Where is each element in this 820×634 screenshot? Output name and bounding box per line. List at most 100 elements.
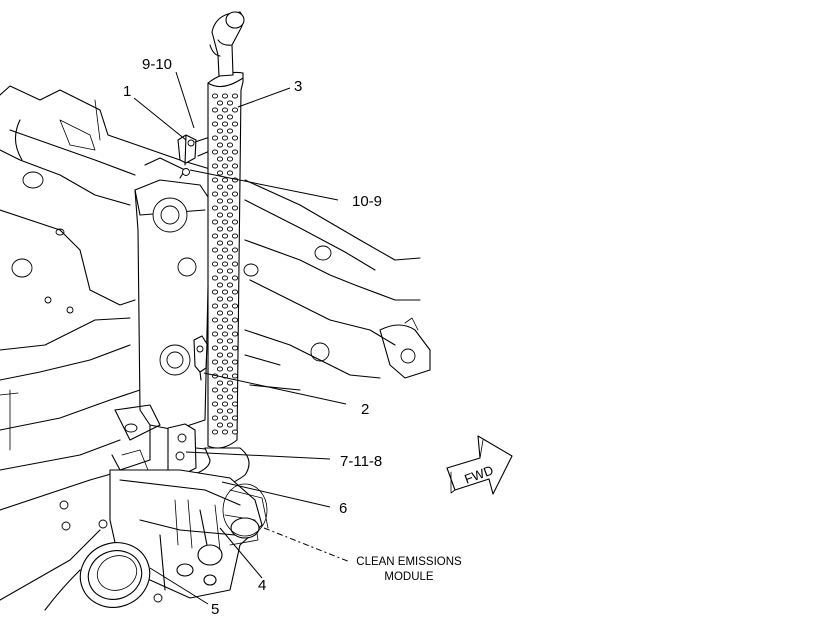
- callout-2: 2: [361, 401, 369, 418]
- callout-3: 3: [294, 78, 302, 95]
- perforation-pattern: [211, 93, 239, 435]
- perforation-hole: [216, 324, 224, 330]
- perforation-hole: [216, 422, 224, 428]
- perforation-hole: [221, 163, 229, 169]
- perforation-hole: [221, 387, 229, 393]
- perforated-heat-shield: [207, 71, 244, 449]
- perforation-hole: [211, 401, 219, 407]
- perforation-hole: [231, 317, 239, 323]
- perforation-hole: [211, 359, 219, 365]
- perforation-hole: [216, 366, 224, 372]
- perforation-hole: [211, 163, 219, 169]
- perforation-hole: [216, 212, 224, 218]
- perforation-hole: [211, 177, 219, 183]
- cross-frame: [243, 179, 431, 391]
- perforation-hole: [216, 156, 224, 162]
- perforation-hole: [226, 198, 234, 204]
- perforation-hole: [216, 338, 224, 344]
- perforation-hole: [231, 93, 239, 99]
- perforation-hole: [221, 149, 229, 155]
- perforation-hole: [226, 170, 234, 176]
- perforation-hole: [231, 163, 239, 169]
- perforation-hole: [221, 429, 229, 435]
- perforation-hole: [216, 310, 224, 316]
- callout-7-11-8: 7-11-8: [340, 453, 382, 470]
- perforation-hole: [226, 422, 234, 428]
- perforation-hole: [216, 226, 224, 232]
- perforation-hole: [231, 107, 239, 113]
- callout-1: 1: [123, 83, 131, 100]
- perforation-hole: [226, 156, 234, 162]
- perforation-hole: [216, 380, 224, 386]
- perforation-hole: [231, 233, 239, 239]
- perforation-hole: [221, 345, 229, 351]
- perforation-hole: [211, 233, 219, 239]
- perforation-hole: [226, 394, 234, 400]
- perforation-hole: [211, 429, 219, 435]
- perforation-hole: [211, 317, 219, 323]
- perforation-hole: [226, 100, 234, 106]
- perforation-hole: [231, 331, 239, 337]
- perforation-hole: [226, 114, 234, 120]
- perforation-hole: [221, 261, 229, 267]
- perforation-hole: [216, 268, 224, 274]
- perforation-hole: [226, 296, 234, 302]
- perforation-hole: [221, 191, 229, 197]
- perforation-hole: [226, 310, 234, 316]
- perforation-hole: [231, 401, 239, 407]
- perforation-hole: [216, 100, 224, 106]
- inlet-flange: [44, 542, 151, 611]
- perforation-hole: [211, 219, 219, 225]
- perforation-hole: [216, 170, 224, 176]
- callout-labels: 1 9-10 3 10-9 2 7-11-8 6 4 5 CLEAN EMISS…: [123, 56, 462, 618]
- perforation-hole: [226, 226, 234, 232]
- perforation-hole: [226, 352, 234, 358]
- perforation-hole: [231, 387, 239, 393]
- callout-5: 5: [211, 601, 219, 618]
- perforation-hole: [221, 359, 229, 365]
- perforation-hole: [211, 275, 219, 281]
- perforation-hole: [231, 345, 239, 351]
- perforation-hole: [226, 324, 234, 330]
- perforation-hole: [221, 331, 229, 337]
- perforation-hole: [231, 219, 239, 225]
- perforation-hole: [216, 296, 224, 302]
- perforation-hole: [231, 205, 239, 211]
- module-label-line1: CLEAN EMISSIONS: [356, 556, 462, 568]
- perforation-hole: [221, 219, 229, 225]
- perforation-hole: [211, 191, 219, 197]
- perforation-hole: [231, 359, 239, 365]
- perforation-hole: [231, 247, 239, 253]
- perforation-hole: [216, 184, 224, 190]
- perforation-hole: [226, 240, 234, 246]
- perforation-hole: [211, 289, 219, 295]
- lower-clamp: [193, 335, 208, 381]
- stack-elbow-tip: [209, 11, 245, 77]
- perforation-hole: [211, 345, 219, 351]
- perforation-hole: [211, 93, 219, 99]
- perforation-hole: [231, 191, 239, 197]
- callout-6: 6: [339, 500, 347, 517]
- perforation-hole: [221, 233, 229, 239]
- perforation-hole: [221, 205, 229, 211]
- perforation-hole: [211, 303, 219, 309]
- perforation-hole: [226, 128, 234, 134]
- perforation-hole: [226, 254, 234, 260]
- upper-clamp: [177, 134, 213, 176]
- perforation-hole: [221, 107, 229, 113]
- perforation-hole: [231, 121, 239, 127]
- perforation-hole: [226, 366, 234, 372]
- perforation-hole: [211, 387, 219, 393]
- perforation-hole: [226, 184, 234, 190]
- perforation-hole: [221, 135, 229, 141]
- perforation-hole: [226, 282, 234, 288]
- perforation-hole: [211, 135, 219, 141]
- perforation-hole: [226, 380, 234, 386]
- perforation-hole: [211, 331, 219, 337]
- perforation-hole: [211, 205, 219, 211]
- perforation-hole: [216, 352, 224, 358]
- frame-rail: [0, 85, 231, 601]
- perforation-hole: [216, 282, 224, 288]
- perforation-hole: [226, 212, 234, 218]
